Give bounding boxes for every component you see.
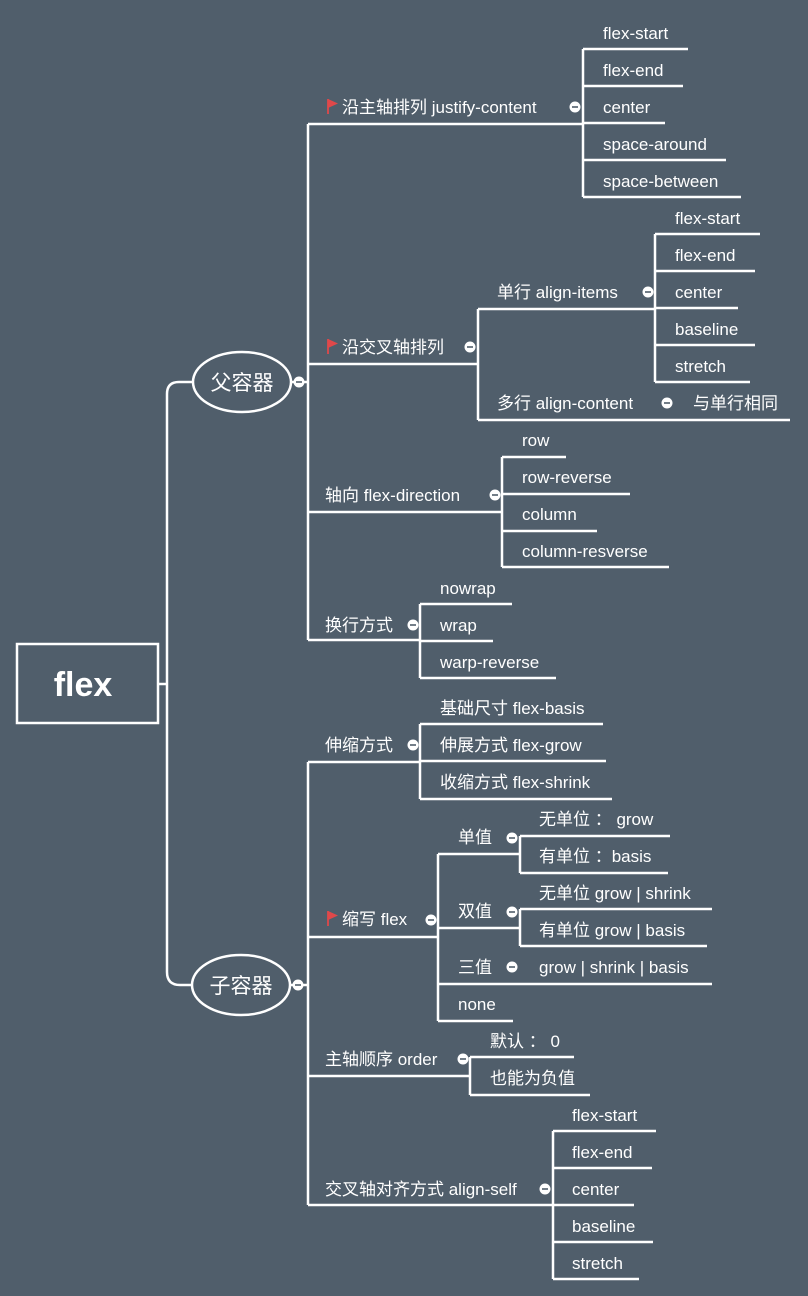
collapse-icon[interactable]: [642, 286, 654, 298]
align-items-option: flex-start: [675, 209, 740, 228]
shorthand-single-label: 单值: [458, 828, 492, 847]
collapse-icon[interactable]: [292, 979, 304, 991]
collapse-icon[interactable]: [506, 832, 518, 844]
justify-option: flex-start: [603, 24, 668, 43]
wrap-option: wrap: [439, 616, 477, 635]
collapse-icon[interactable]: [407, 619, 419, 631]
double-option: 无单位 grow | shrink: [539, 884, 691, 903]
branch-wrap-label: 换行方式: [325, 616, 393, 635]
direction-option: column-resverse: [522, 542, 648, 561]
branch-cross-label: 沿交叉轴排列: [342, 338, 444, 357]
collapse-toggles: [292, 101, 673, 1195]
collapse-icon[interactable]: [506, 906, 518, 918]
single-option: 无单位 ： grow: [539, 810, 654, 829]
align-self-option: flex-end: [572, 1143, 632, 1162]
align-items-option: flex-end: [675, 246, 735, 265]
collapse-icon[interactable]: [407, 739, 419, 751]
child-label: 子容器: [210, 975, 273, 998]
collapse-icon[interactable]: [457, 1053, 469, 1065]
direction-option: column: [522, 505, 577, 524]
collapse-icon[interactable]: [661, 397, 673, 409]
order-option: 也能为负值: [490, 1069, 575, 1088]
triple-value: grow | shrink | basis: [539, 958, 689, 977]
collapse-icon[interactable]: [293, 376, 305, 388]
parent-label: 父容器: [211, 372, 274, 395]
node-child[interactable]: 子容器: [190, 953, 292, 1017]
wrap-option: nowrap: [440, 579, 496, 598]
shorthand-triple-label: 三值: [458, 958, 492, 977]
collapse-icon[interactable]: [464, 341, 476, 353]
branch-justify-label: 沿主轴排列 justify-content: [342, 98, 537, 117]
cross-multi-note: 与单行相同: [693, 394, 778, 413]
connector-lines: [158, 47, 790, 1281]
collapse-icon[interactable]: [539, 1183, 551, 1195]
cross-multi-label: 多行 align-content: [497, 394, 633, 413]
stretch-option: 伸展方式 flex-grow: [440, 736, 582, 755]
align-items-option: center: [675, 283, 723, 302]
node-parent[interactable]: 父容器: [191, 350, 293, 414]
stretch-option: 基础尺寸 flex-basis: [440, 699, 585, 718]
align-self-option: center: [572, 1180, 620, 1199]
branch-shorthand-label: 缩写 flex: [342, 910, 408, 929]
align-items-option: stretch: [675, 357, 726, 376]
flag-icon: [327, 99, 338, 114]
collapse-icon[interactable]: [489, 489, 501, 501]
root-label: flex: [54, 666, 113, 704]
flag-icon: [327, 911, 338, 926]
branch-order-label: 主轴顺序 order: [325, 1050, 438, 1069]
shorthand-none: none: [458, 995, 496, 1014]
shorthand-double-label: 双值: [458, 902, 492, 921]
direction-option: row: [522, 431, 550, 450]
justify-option: flex-end: [603, 61, 663, 80]
align-items-option: baseline: [675, 320, 738, 339]
branch-align-self-label: 交叉轴对齐方式 align-self: [325, 1180, 517, 1199]
align-self-option: baseline: [572, 1217, 635, 1236]
wrap-option: warp-reverse: [439, 653, 539, 672]
direction-option: row-reverse: [522, 468, 612, 487]
root-box: [15, 642, 160, 725]
parent-ellipse: [191, 350, 293, 414]
collapse-icon[interactable]: [569, 101, 581, 113]
align-self-option: stretch: [572, 1254, 623, 1273]
justify-option: space-around: [603, 135, 707, 154]
branch-stretch-label: 伸缩方式: [325, 736, 393, 755]
justify-option: space-between: [603, 172, 718, 191]
collapse-icon[interactable]: [506, 961, 518, 973]
root-node[interactable]: flex: [15, 642, 160, 725]
stretch-option: 收缩方式 flex-shrink: [440, 773, 591, 792]
child-ellipse: [190, 953, 292, 1017]
single-option: 有单位 ：basis: [539, 847, 651, 866]
justify-option: center: [603, 98, 651, 117]
flag-icon: [327, 339, 338, 354]
double-option: 有单位 grow | basis: [539, 921, 685, 940]
branch-direction-label: 轴向 flex-direction: [325, 486, 460, 505]
align-self-option: flex-start: [572, 1106, 637, 1125]
order-option: 默认 ： 0: [490, 1032, 560, 1051]
cross-single-label: 单行 align-items: [497, 283, 618, 302]
collapse-icon[interactable]: [425, 914, 437, 926]
